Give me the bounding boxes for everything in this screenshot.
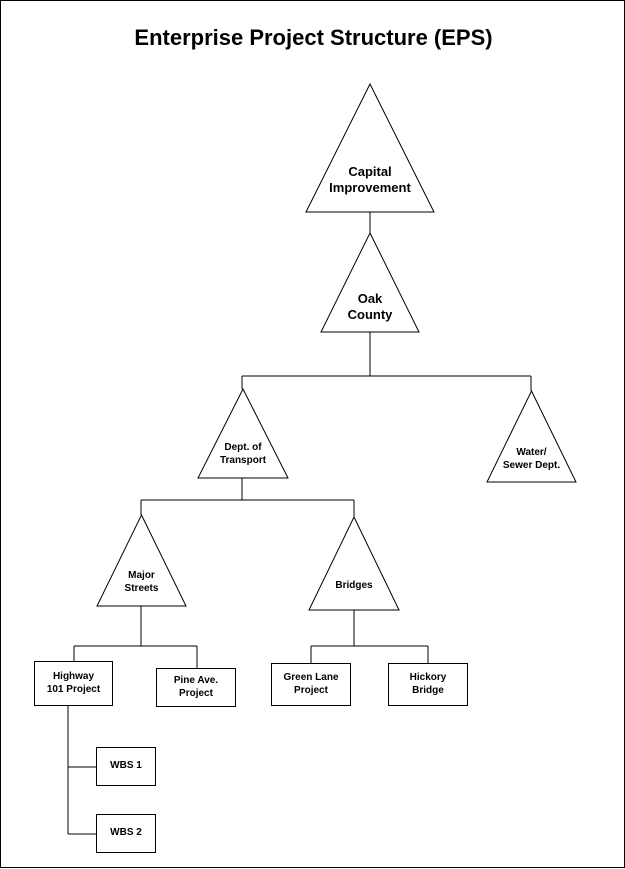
triangle-shape [320, 231, 420, 333]
node-wbs-2: WBS 2 [96, 814, 156, 853]
node-capital-improvement: Capital Improvement [305, 82, 435, 213]
node-label: Bridges [335, 580, 373, 591]
node-label: Capital Improvement [329, 164, 411, 196]
node-major-streets: Major Streets [96, 513, 187, 607]
diagram-title: Enterprise Project Structure (EPS) [134, 25, 493, 50]
node-label: Major Streets [124, 570, 159, 594]
triangle-shape [197, 387, 289, 479]
node-green-lane: Green Lane Project [271, 663, 351, 706]
triangle-shape [486, 389, 577, 483]
node-oak-county: Oak County [320, 231, 420, 333]
node-hickory-bridge: Hickory Bridge [388, 663, 468, 706]
node-pine-ave: Pine Ave. Project [156, 668, 236, 707]
node-label: Oak County [347, 291, 393, 323]
node-label: Dept. of Transport [219, 442, 267, 466]
node-wbs-1: WBS 1 [96, 747, 156, 786]
triangle-shape [305, 82, 435, 213]
node-bridges: Bridges [308, 515, 400, 611]
triangle-shape [308, 515, 400, 611]
node-label: Water/ Sewer Dept. [502, 447, 561, 471]
node-highway-101: Highway 101 Project [34, 661, 113, 706]
triangle-shape [96, 513, 187, 607]
node-water-sewer: Water/ Sewer Dept. [486, 389, 577, 483]
node-dept-transport: Dept. of Transport [197, 387, 289, 479]
